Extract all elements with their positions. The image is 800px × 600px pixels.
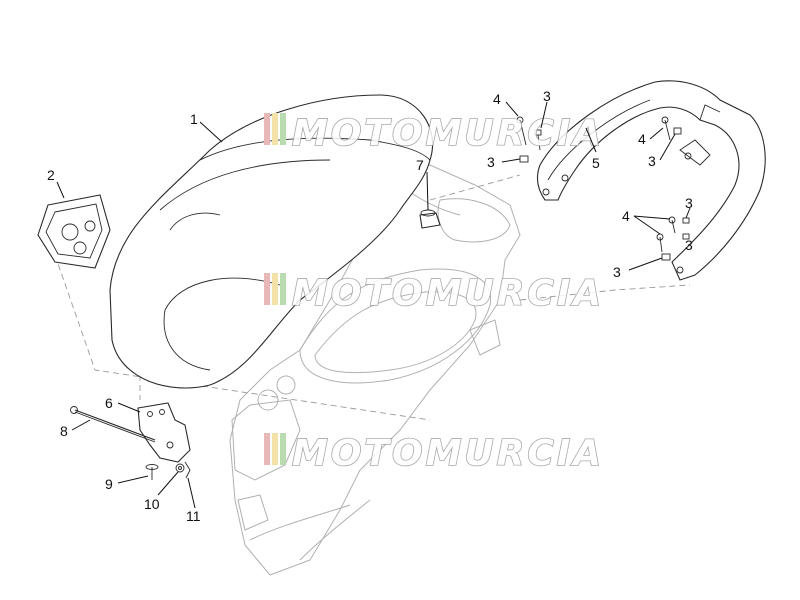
watermark-bottom: MOTOMURCIA xyxy=(264,432,604,475)
callout-10-washer: 10 xyxy=(144,496,160,512)
callout-6-hinge-bracket: 6 xyxy=(105,395,113,411)
watermark-stripe-yellow xyxy=(272,113,278,145)
callout-5-rear-handle: 5 xyxy=(592,155,600,171)
watermark-stripe-green xyxy=(280,433,286,465)
rubber-buffer-part xyxy=(419,209,441,229)
callout-3-screw-c: 3 xyxy=(648,153,656,169)
callout-3-screw-e: 3 xyxy=(685,237,693,253)
watermark-middle: MOTOMURCIA xyxy=(264,272,604,315)
scooter-frame xyxy=(229,159,521,576)
watermark-text: MOTOMURCIA xyxy=(292,273,604,314)
callout-8-hinge-pin: 8 xyxy=(60,423,68,439)
assembly-lines xyxy=(54,174,691,421)
callout-3-screw-f: 3 xyxy=(613,264,621,280)
callout-4-bolt-b: 4 xyxy=(638,131,646,147)
watermark-stripe-red xyxy=(264,433,270,465)
callout-7-rubber-buffer: 7 xyxy=(416,157,424,173)
watermark-stripe-yellow xyxy=(272,433,278,465)
watermark-text: MOTOMURCIA xyxy=(292,433,604,474)
watermark-stripe-green xyxy=(280,113,286,145)
callout-labels: 1 2 7 4 3 3 5 4 3 3 4 3 3 6 8 9 10 11 xyxy=(47,88,693,524)
watermark-stripe-green xyxy=(280,273,286,305)
small-hardware xyxy=(145,461,191,480)
watermark-stripe-red xyxy=(264,113,270,145)
callout-4-bolt-c: 4 xyxy=(622,208,630,224)
callout-2-helmet-tray: 2 xyxy=(47,167,55,183)
callout-4-bolt-a: 4 xyxy=(493,91,501,107)
hinge-pin-part xyxy=(70,406,156,443)
seat-part xyxy=(109,94,434,389)
callout-1-seat: 1 xyxy=(190,111,198,127)
callout-3-screw-a: 3 xyxy=(543,88,551,104)
watermark-stripe-red xyxy=(264,273,270,305)
callout-11-clip: 11 xyxy=(186,508,201,524)
watermark-text: MOTOMURCIA xyxy=(292,113,604,154)
helmet-tray-part xyxy=(37,194,111,269)
watermark-top: MOTOMURCIA xyxy=(264,112,604,155)
callout-3-screw-d: 3 xyxy=(685,195,693,211)
callout-9-hinge-screw: 9 xyxy=(105,476,113,492)
leader-lines xyxy=(56,101,691,509)
watermark-stripe-yellow xyxy=(272,273,278,305)
rear-handle-part xyxy=(536,80,766,281)
hinge-bracket-part xyxy=(137,402,191,463)
callout-3-screw-b: 3 xyxy=(487,154,495,170)
